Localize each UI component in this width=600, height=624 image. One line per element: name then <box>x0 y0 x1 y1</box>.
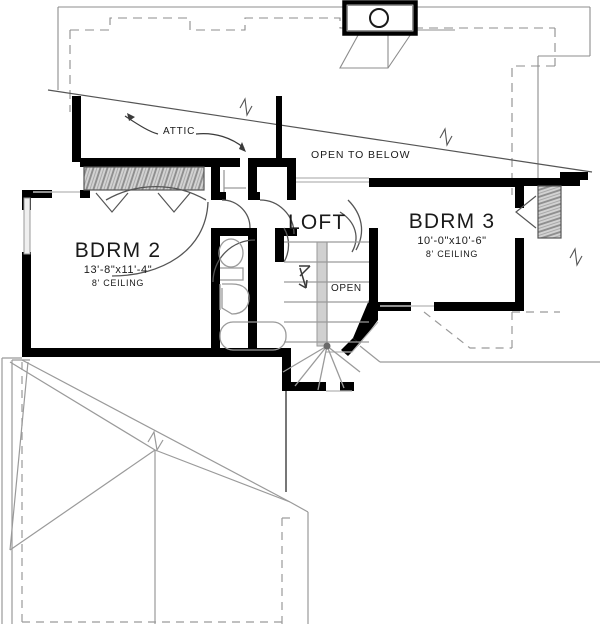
window-bedroom3-right <box>537 185 562 239</box>
roof-slope-line <box>47 89 593 173</box>
lower-roof-break-symbol <box>147 430 164 452</box>
roof-outline-upper <box>57 6 591 190</box>
bathroom-fixtures <box>218 238 287 351</box>
roof-outline-dashed-upper <box>69 17 556 195</box>
bedroom-2-dimensions: 13'-8"x11'-4" <box>83 264 153 277</box>
lower-roof-hip-lines <box>9 359 309 624</box>
loft-arch-lines <box>339 199 363 253</box>
staircase <box>282 241 369 391</box>
room-label-bedroom-3: BDRM 3 10'-0"x10'-6" 8' CEILING <box>376 210 528 260</box>
right-lower-roof-lines <box>359 345 600 363</box>
lower-roof-outline <box>1 357 30 624</box>
window-bedroom2-left-wall <box>23 197 31 255</box>
bedroom-3-ceiling: 8' CEILING <box>425 248 479 259</box>
bedroom-3-dimensions: 10'-0"x10'-6" <box>417 235 487 248</box>
roof-break-symbols <box>239 97 583 267</box>
room-label-bedroom-2: BDRM 2 13'-8"x11'-4" 8' CEILING <box>38 239 198 289</box>
walls <box>22 96 588 391</box>
window-bedroom2-double <box>83 166 205 191</box>
door-swing-arcs <box>105 186 295 283</box>
lower-roof-dashed <box>21 362 292 624</box>
attic-label: ATTIC <box>163 126 196 137</box>
attic-leader-lines <box>124 113 246 152</box>
bedroom-2-name: BDRM 2 <box>74 239 162 262</box>
bedroom-3-name: BDRM 3 <box>408 210 496 233</box>
stair-open-label: OPEN <box>331 283 362 294</box>
open-to-below-thick-edge <box>276 96 282 162</box>
door-swing-bedroom2 <box>111 201 209 277</box>
window-awning-lines-bedroom2 <box>95 192 191 213</box>
bathtub-icon <box>219 321 287 351</box>
stair-up-arrow <box>298 265 311 289</box>
right-lower-roof-dashed <box>423 311 560 349</box>
window-awning-lines-bedroom3 <box>515 195 537 229</box>
dormer-window <box>342 0 418 36</box>
sink-icon <box>218 238 244 268</box>
loft-label: LOFT <box>288 211 347 234</box>
door-openings <box>33 177 434 307</box>
closet-shelf-lines <box>223 170 246 192</box>
open-to-below-label: OPEN TO BELOW <box>311 149 411 161</box>
toilet-icon <box>221 283 250 315</box>
winder-treads <box>282 345 361 391</box>
bedroom-2-ceiling: 8' CEILING <box>91 277 145 288</box>
